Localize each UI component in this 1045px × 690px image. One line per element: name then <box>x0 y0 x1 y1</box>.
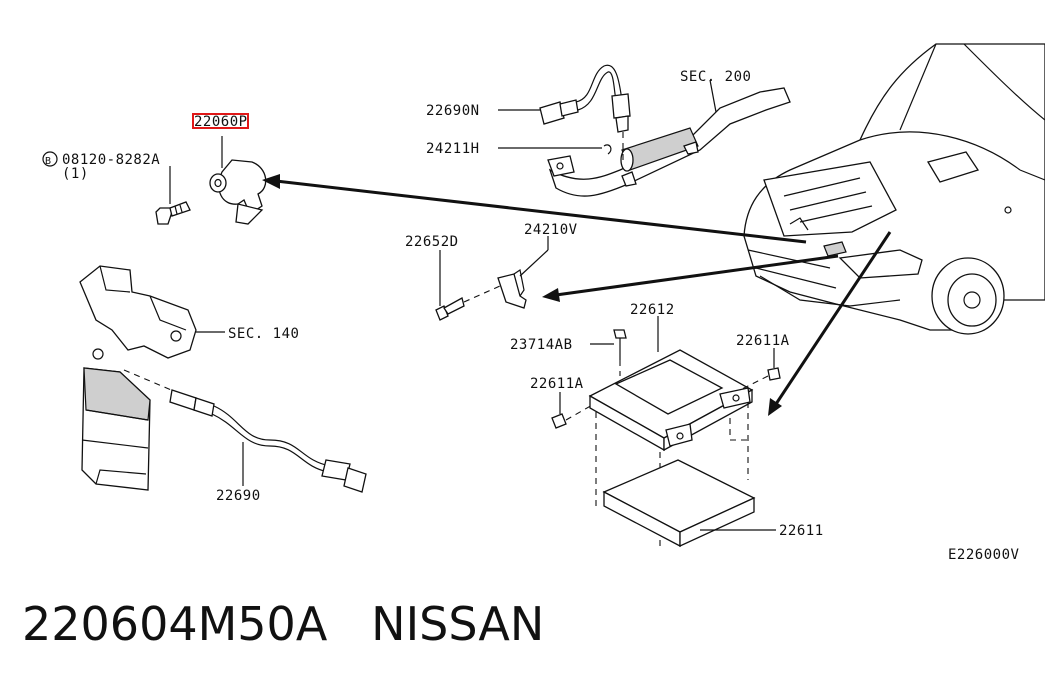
label-22690N[interactable]: 22690N <box>426 103 480 119</box>
b-circle-icon <box>42 151 58 167</box>
label-08120-circle: B <box>45 156 52 167</box>
label-sec-140[interactable]: SEC. 140 <box>228 326 299 342</box>
bolt-22611A-right-part <box>739 348 781 391</box>
label-sec-200[interactable]: SEC. 200 <box>680 69 751 85</box>
label-24211H[interactable]: 24211H <box>426 141 480 157</box>
label-22060P[interactable]: 22060P <box>194 114 248 130</box>
clip-24211H-part <box>498 144 612 155</box>
bolt-08120-part: B <box>42 151 191 225</box>
catalytic-converter-part <box>79 265 225 491</box>
label-08120-8282A[interactable]: 08120-8282A <box>62 152 160 168</box>
ecm-22611-part <box>595 402 776 548</box>
label-08120-qty: (1) <box>62 166 89 182</box>
callout-arrows <box>262 174 892 416</box>
label-24210V[interactable]: 24210V <box>524 222 578 238</box>
oxygen-sensor-22690-part <box>123 369 367 493</box>
part-highlight-box <box>192 113 249 129</box>
label-23714AB[interactable]: 23714AB <box>510 337 573 353</box>
figure-code: E226000V <box>948 547 1020 563</box>
vehicle-illustration <box>743 43 1045 335</box>
oxygen-sensor-22690N-part <box>498 64 631 160</box>
label-22652D[interactable]: 22652D <box>405 234 459 250</box>
label-22611A-right[interactable]: 22611A <box>736 333 790 349</box>
screw-22652D-part <box>435 250 501 321</box>
knock-sensor-part <box>209 136 267 225</box>
part-number-caption: 220604M50A NISSAN <box>22 597 545 651</box>
bracket-24210V-part <box>497 236 549 309</box>
bolt-23714AB-part <box>590 329 627 376</box>
label-22690[interactable]: 22690 <box>216 488 261 504</box>
exhaust-pipe-part <box>547 79 791 197</box>
label-22612[interactable]: 22612 <box>630 302 675 318</box>
ecm-bracket-22612-part <box>588 316 754 452</box>
label-22611A-left[interactable]: 22611A <box>530 376 584 392</box>
label-22611[interactable]: 22611 <box>779 523 824 539</box>
bolt-22611A-left-part <box>551 392 595 429</box>
